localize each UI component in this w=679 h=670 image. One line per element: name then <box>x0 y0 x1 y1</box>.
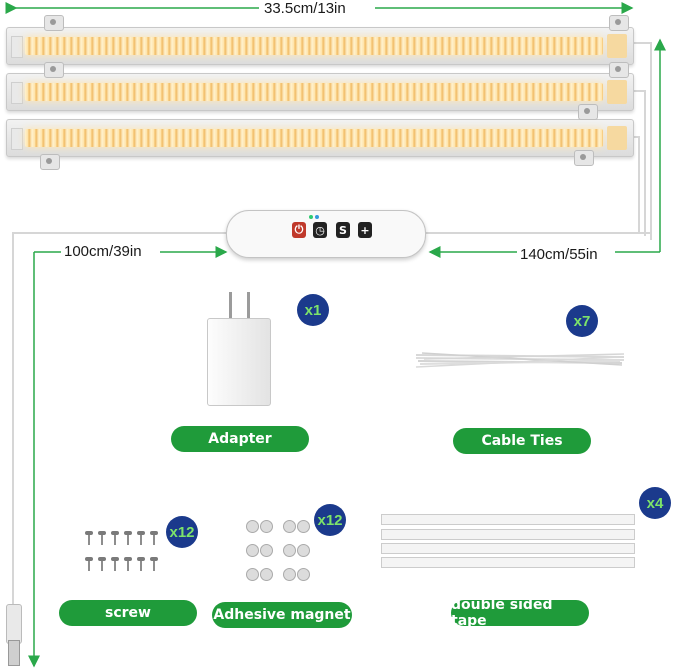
screw-icon <box>111 557 119 571</box>
mounting-clip <box>578 104 598 120</box>
mounting-clip <box>609 62 629 78</box>
wire-vertical-2 <box>644 90 646 236</box>
led-strip-3 <box>6 119 634 157</box>
adapter-count-badge: x1 <box>297 294 329 326</box>
screw-icon <box>137 557 145 571</box>
magnet-icon <box>260 544 273 557</box>
led-strip-2 <box>6 73 634 111</box>
power-icon[interactable]: ⏻ <box>292 222 306 238</box>
adapter-prong <box>229 292 232 322</box>
magnet-icon <box>283 568 296 581</box>
screw-icon <box>150 531 158 545</box>
cable-ties-count-badge: x7 <box>566 305 598 337</box>
timer-icon[interactable]: ◷ <box>313 222 327 238</box>
tape-label: double sided tape <box>451 597 589 629</box>
wire-strip2 <box>632 90 644 92</box>
usb-plug-body <box>6 604 22 644</box>
tape-strip <box>381 514 635 525</box>
screw-icon <box>85 557 93 571</box>
magnet-icon <box>297 520 310 533</box>
screw-icon <box>137 531 145 545</box>
mounting-clip <box>609 15 629 31</box>
wire-strip1 <box>632 42 650 44</box>
screw-icon <box>124 557 132 571</box>
adapter-label: Adapter <box>171 426 309 452</box>
magnet-icon <box>246 544 259 557</box>
extension-cable-length-label: 140cm/55in <box>520 246 598 263</box>
magnet-count-badge: x12 <box>314 504 346 536</box>
wire-vertical-usb <box>12 232 14 606</box>
mode-icon[interactable]: S <box>336 222 350 238</box>
screw-icon <box>98 557 106 571</box>
indicator-green <box>309 215 313 219</box>
wire-vertical-3 <box>638 136 640 232</box>
screw-count-badge: x12 <box>166 516 198 548</box>
tape-strip <box>381 543 635 554</box>
mounting-clip <box>574 150 594 166</box>
mounting-clip <box>44 15 64 31</box>
led-row <box>25 83 603 101</box>
magnet-icon <box>246 568 259 581</box>
wire-horizontal-ext <box>420 232 652 234</box>
brightness-icon[interactable]: + <box>358 222 372 238</box>
cable-ties-label: Cable Ties <box>453 428 591 454</box>
screw-label: screw <box>59 600 197 626</box>
tape-count-badge: x4 <box>639 487 671 519</box>
wire-horizontal-usb <box>12 232 230 234</box>
tape-strip <box>381 557 635 568</box>
screw-icon <box>124 531 132 545</box>
usb-plug-connector <box>8 640 20 666</box>
magnet-icon <box>283 520 296 533</box>
magnet-icon <box>283 544 296 557</box>
screw-icon <box>98 531 106 545</box>
magnet-icon <box>297 568 310 581</box>
mounting-clip <box>44 62 64 78</box>
led-row <box>25 129 603 147</box>
mounting-clip <box>40 154 60 170</box>
screw-icon <box>111 531 119 545</box>
magnet-icon <box>246 520 259 533</box>
wire-vertical-1 <box>650 42 652 240</box>
strip-length-label: 33.5cm/13in <box>264 0 346 17</box>
screw-icon <box>150 557 158 571</box>
adapter-prong <box>247 292 250 322</box>
magnet-icon <box>260 520 273 533</box>
cable-ties <box>415 352 625 368</box>
magnet-icon <box>297 544 310 557</box>
led-strip-1 <box>6 27 634 65</box>
tape-strip <box>381 529 635 540</box>
led-row <box>25 37 603 55</box>
magnet-label: Adhesive magnet <box>212 602 352 628</box>
wire-strip3 <box>632 136 638 138</box>
indicator-blue <box>315 215 319 219</box>
magnet-icon <box>260 568 273 581</box>
screw-icon <box>85 531 93 545</box>
power-adapter <box>207 318 271 406</box>
usb-cable-length-label: 100cm/39in <box>64 243 142 260</box>
